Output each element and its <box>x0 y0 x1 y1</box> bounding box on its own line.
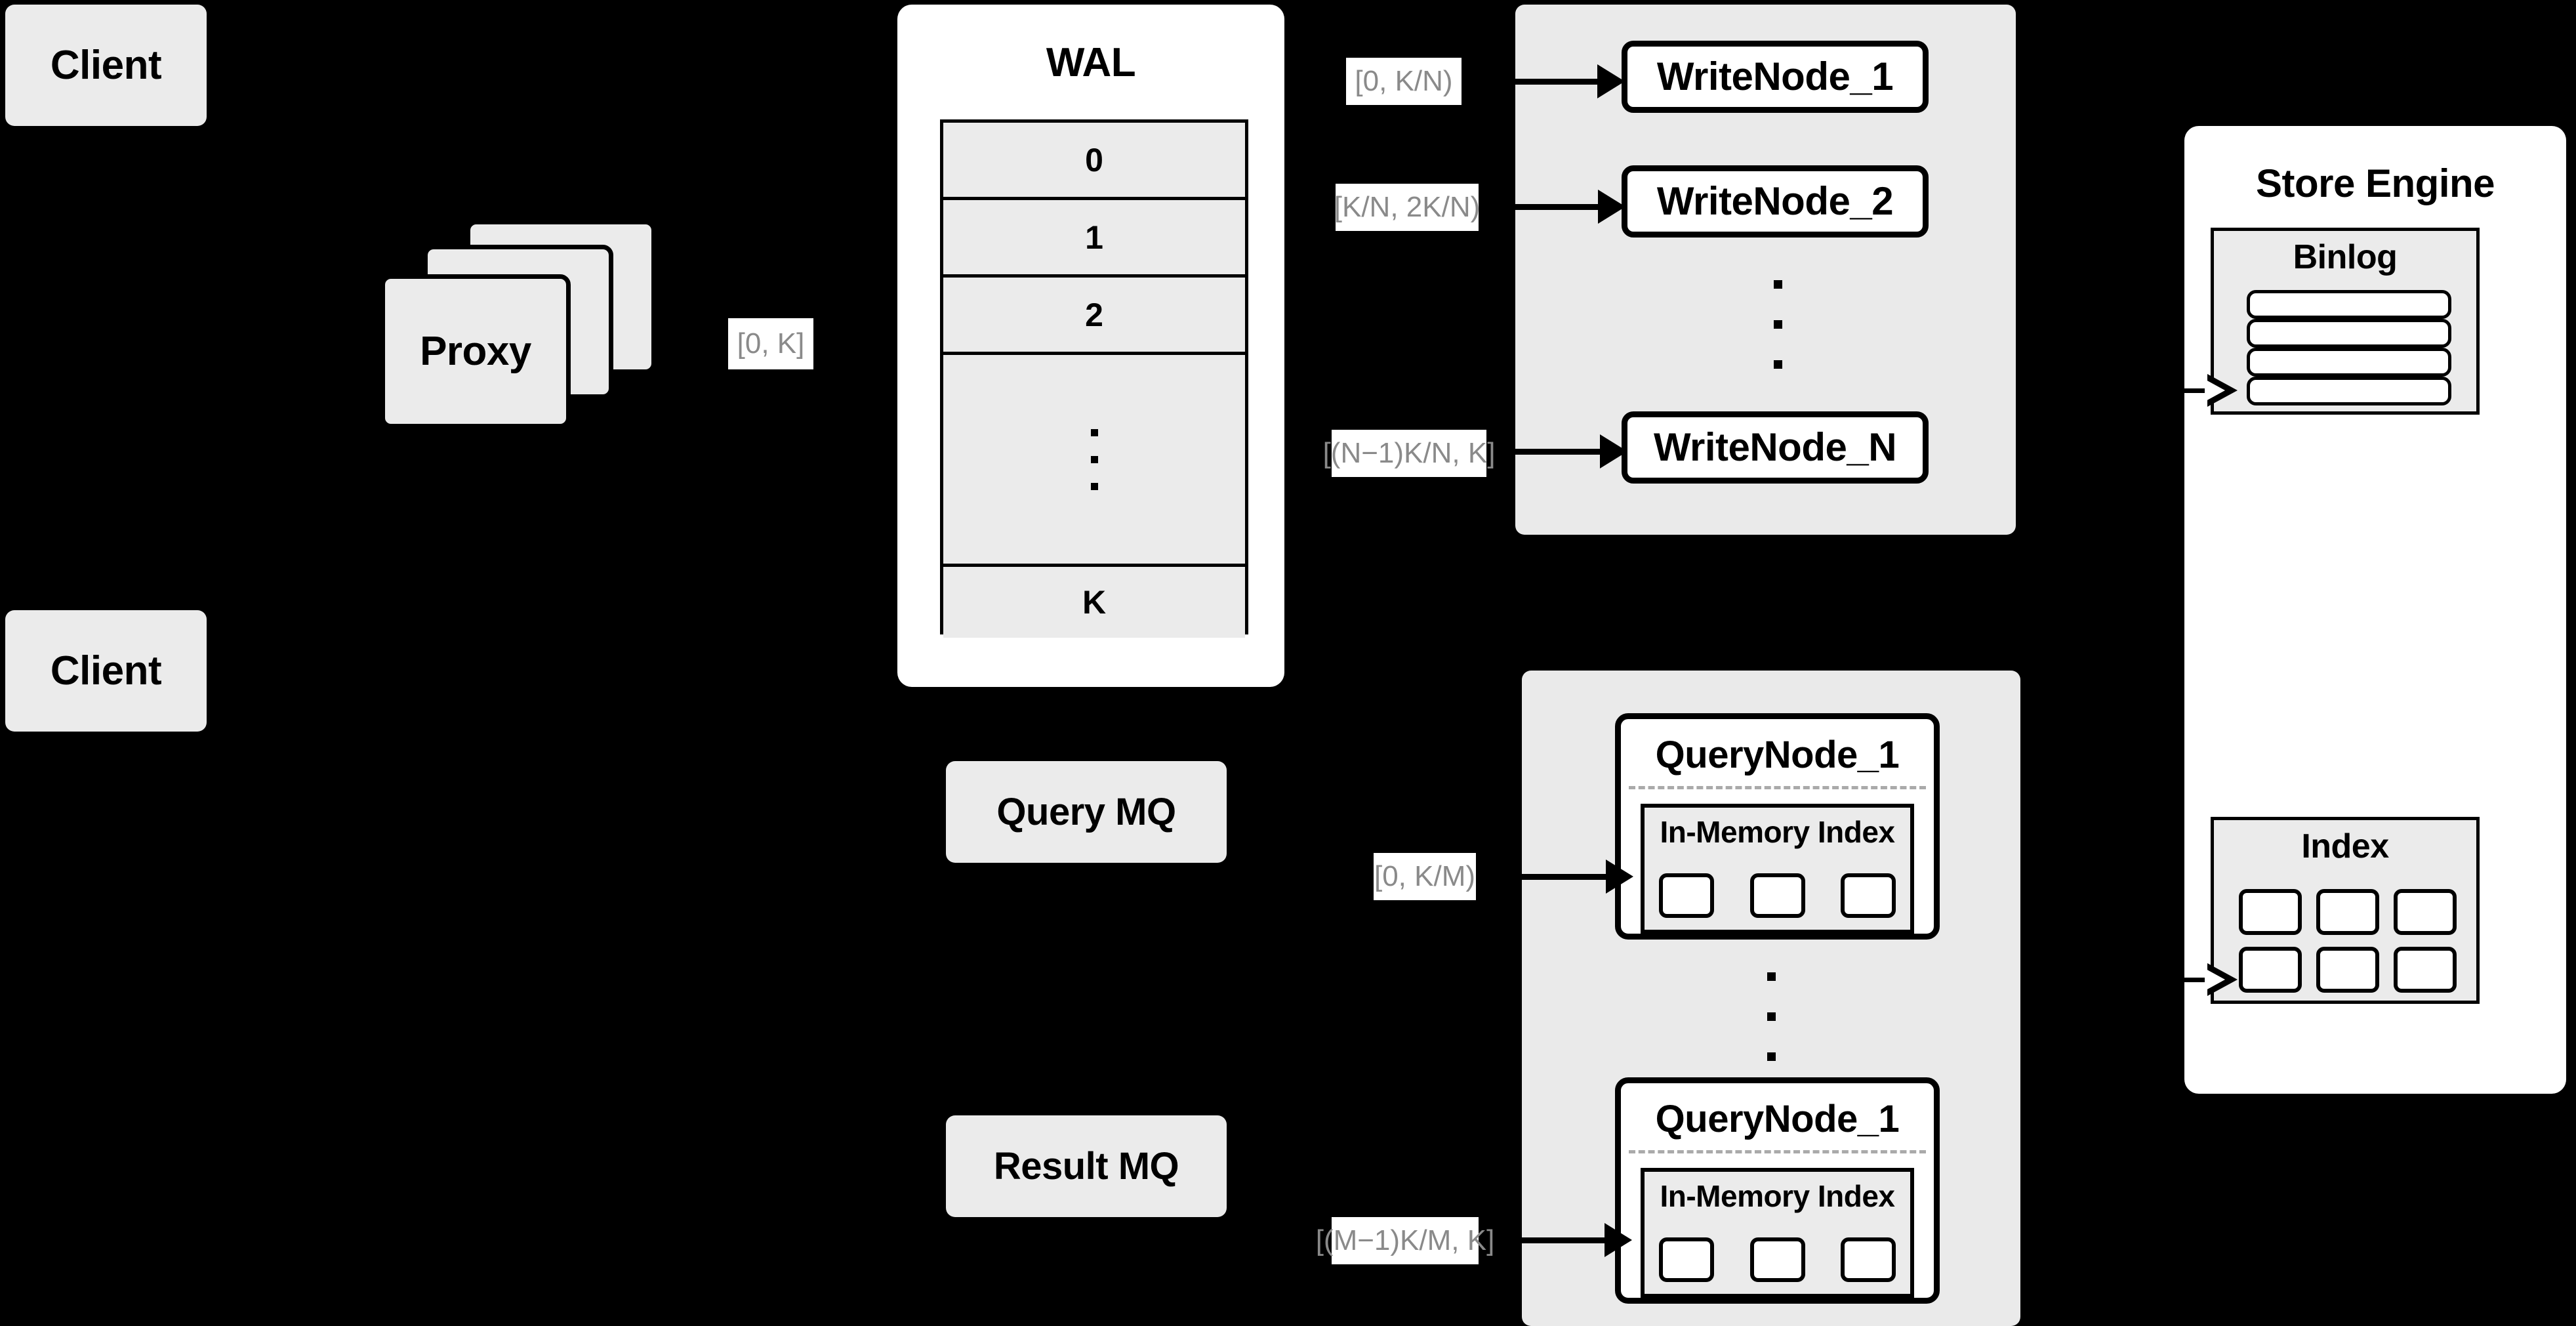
arrow-to-binlog <box>2184 371 2257 410</box>
write-node-1-label: WriteNode_1 <box>1656 54 1894 98</box>
index-title: Index <box>2301 827 2389 865</box>
wal-row-k: K <box>943 567 1245 638</box>
arrow-head <box>1600 434 1627 468</box>
write-node-n-label: WriteNode_N <box>1653 425 1897 469</box>
arrow-line <box>1501 203 1598 210</box>
proxy-label: Proxy <box>420 328 531 374</box>
ellipsis-dot <box>1773 320 1782 329</box>
binlog-section: Binlog <box>2211 228 2480 415</box>
index-cell <box>1841 873 1896 918</box>
index-cell <box>2316 889 2379 935</box>
wal-row-ellipsis <box>943 355 1245 567</box>
arrow-head-hollow <box>2205 374 2238 407</box>
binlog-row <box>2247 348 2451 377</box>
edge-label-writenode-2: [K/N, 2K/N) <box>1334 184 1480 231</box>
arrow-line <box>2184 388 2207 393</box>
index-cell <box>1659 1237 1714 1282</box>
arrow-line <box>1506 448 1600 455</box>
arrow-head <box>1598 190 1625 224</box>
query-node-1-title: QueryNode_1 <box>1655 734 1900 776</box>
client-box-2[interactable]: Client <box>5 610 207 732</box>
arrow-line <box>1499 873 1606 880</box>
index-cell <box>2239 889 2302 935</box>
ellipsis-dot <box>1090 482 1098 490</box>
wal-row-0: 0 <box>943 123 1245 200</box>
result-mq-box[interactable]: Result MQ <box>946 1115 1227 1217</box>
query-node-m-separator <box>1629 1150 1926 1153</box>
edge-label-querynode-1: [0, K/M) <box>1374 853 1476 900</box>
query-node-m[interactable]: QueryNode_1 In-Memory Index <box>1615 1077 1940 1304</box>
proxy-stack[interactable]: Proxy <box>380 220 669 433</box>
query-node-1[interactable]: QueryNode_1 In-Memory Index <box>1615 713 1940 940</box>
wal-title: WAL <box>1046 40 1136 85</box>
arrow-head-hollow <box>2205 963 2238 996</box>
ellipsis-dot <box>1090 428 1098 436</box>
ellipsis-dot <box>1767 972 1776 981</box>
query-node-ellipsis <box>1732 972 1810 1061</box>
arrow-line <box>1501 1237 1605 1243</box>
arrow-head <box>1605 1223 1632 1257</box>
write-node-2-label: WriteNode_2 <box>1656 179 1894 223</box>
arrow-to-query-node-m <box>1501 1220 1632 1260</box>
client-label-1: Client <box>50 42 162 88</box>
edge-label-writenode-1: [0, K/N) <box>1346 58 1462 105</box>
binlog-row <box>2247 377 2451 405</box>
write-node-1[interactable]: WriteNode_1 <box>1622 41 1929 113</box>
ellipsis-dot <box>1767 1052 1776 1061</box>
in-memory-index-1-title: In-Memory Index <box>1660 815 1895 849</box>
index-cell <box>2316 947 2379 993</box>
edge-label-writenode-n: [(N−1)K/N, K] <box>1323 430 1495 477</box>
index-cell <box>1841 1237 1896 1282</box>
binlog-title: Binlog <box>2293 238 2398 276</box>
index-section: Index <box>2211 817 2480 1004</box>
edge-label-querynode-m: [(M−1)K/M, K] <box>1316 1217 1494 1264</box>
write-node-n[interactable]: WriteNode_N <box>1622 411 1929 484</box>
wal-table: 0 1 2 K <box>940 119 1248 638</box>
query-node-group: QueryNode_1 In-Memory Index QueryNode_1 … <box>1522 671 2020 1326</box>
result-mq-label: Result MQ <box>993 1144 1179 1188</box>
index-cell <box>1659 873 1714 918</box>
query-node-m-title: QueryNode_1 <box>1655 1098 1900 1140</box>
query-mq-box[interactable]: Query MQ <box>946 761 1227 863</box>
binlog-row <box>2247 319 2451 348</box>
binlog-row <box>2247 290 2451 319</box>
store-engine-title: Store Engine <box>2255 161 2495 205</box>
ellipsis-dot <box>1090 455 1098 463</box>
in-memory-index-m: In-Memory Index <box>1641 1168 1914 1298</box>
arrow-head <box>1606 860 1633 894</box>
index-cell <box>2239 947 2302 993</box>
arrow-line <box>1484 78 1597 85</box>
ellipsis-dot <box>1773 360 1782 369</box>
ellipsis-dot <box>1773 280 1782 289</box>
ellipsis-dot <box>1767 1012 1776 1021</box>
index-cell <box>1749 1237 1805 1282</box>
index-cell <box>2394 889 2457 935</box>
write-node-ellipsis <box>1738 280 1817 369</box>
wal-row-1: 1 <box>943 200 1245 278</box>
store-engine-panel: Store Engine Binlog Index <box>2184 126 2566 1094</box>
arrow-to-write-node-n <box>1506 432 1627 471</box>
index-cell <box>2394 947 2457 993</box>
proxy-layer-front[interactable]: Proxy <box>380 274 571 428</box>
arrow-to-index <box>2184 960 2257 999</box>
wal-panel: WAL 0 1 2 K <box>897 5 1284 687</box>
client-label-2: Client <box>50 648 162 694</box>
arrow-to-query-node-1 <box>1499 857 1633 896</box>
wal-row-2: 2 <box>943 278 1245 355</box>
edge-label-proxy-to-wal: [0, K] <box>728 318 813 369</box>
in-memory-index-1: In-Memory Index <box>1641 804 1914 934</box>
index-cell <box>1749 873 1805 918</box>
write-node-2[interactable]: WriteNode_2 <box>1622 165 1929 238</box>
in-memory-index-m-title: In-Memory Index <box>1660 1179 1895 1213</box>
client-box-1[interactable]: Client <box>5 5 207 126</box>
query-node-1-separator <box>1629 786 1926 789</box>
query-mq-label: Query MQ <box>996 790 1176 833</box>
arrow-line <box>2184 977 2207 982</box>
arrow-to-write-node-1 <box>1484 62 1625 101</box>
arrow-to-write-node-2 <box>1501 187 1625 226</box>
arrow-head <box>1597 64 1625 98</box>
